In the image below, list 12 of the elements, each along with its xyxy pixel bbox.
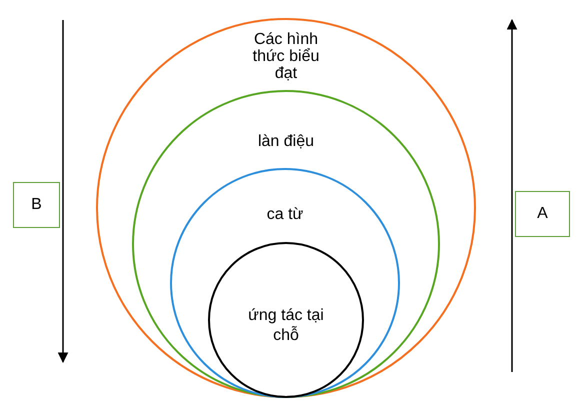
circle [96,18,476,398]
circle [132,90,440,398]
label-box [13,182,60,228]
circle-label: ca từ [266,205,304,225]
circle-label: làn điệu [256,132,316,152]
label-box [515,191,570,237]
circle-label: Các hình thức biểu đạt [252,31,320,82]
box-label: B [31,196,42,214]
circle [170,168,400,398]
box-label: A [537,205,548,223]
circle [208,242,364,398]
circle-label: ứng tác tại chỗ [247,306,325,346]
